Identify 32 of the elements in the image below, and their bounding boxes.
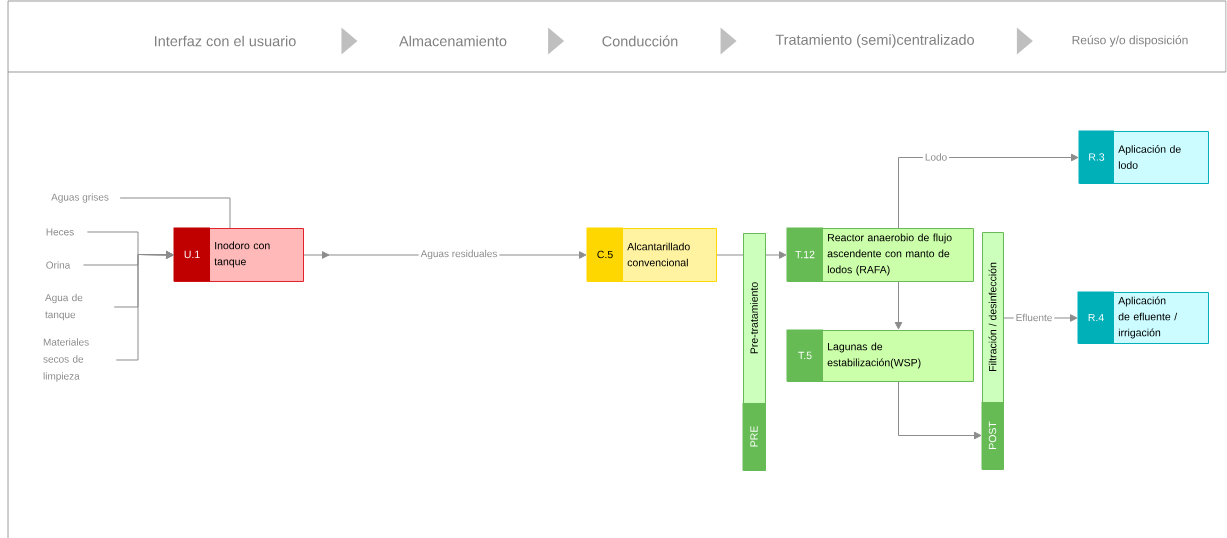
edge-label: Aguas residuales — [418, 247, 500, 262]
chevron-arrow — [341, 27, 358, 55]
stage-label: Reúso y/o disposición — [1072, 35, 1188, 47]
stage-label: Tratamiento (semi)centralizado — [775, 34, 974, 48]
arrow — [898, 153, 1079, 229]
edge-label: Efluente — [1013, 311, 1055, 324]
process-box: T.12 Reactor anaerobio de flujo ascendente con manto de lodos (RAFA) — [786, 227, 974, 282]
process-box: U.1 Inodoro con tanque — [173, 227, 304, 282]
connector-line — [119, 197, 231, 229]
arrow — [115, 251, 174, 361]
process-box: C.5 Alcantarillado convencional — [586, 227, 717, 282]
edge-label: Lodo — [922, 151, 950, 163]
stage-band: Pre-tratamiento PRE — [742, 233, 766, 471]
chevron-arrow — [720, 27, 737, 55]
stage-label: Interfaz con el usuario — [155, 35, 296, 47]
process-box: R.3 Aplicación de lodo — [1078, 130, 1209, 184]
input-label: Agua de tanque — [45, 293, 83, 321]
input-label: Aguas grises — [51, 193, 109, 203]
arrow — [765, 251, 787, 259]
process-box: R.4 Aplicación de efluente / irrigación — [1077, 291, 1209, 344]
process-box: T.5 Lagunas de estabilización(WSP) — [786, 329, 974, 382]
arrow — [898, 381, 982, 440]
connector-line — [716, 254, 744, 256]
stage-label: Conducción — [602, 35, 678, 47]
input-label: Orina — [46, 261, 71, 269]
stage-band: Filtración / desinfección POST — [981, 232, 1004, 470]
chevron-arrow — [1016, 27, 1033, 55]
input-label: Heces — [46, 228, 74, 236]
stage-label: Almacenamiento — [399, 35, 507, 47]
chevron-arrow — [548, 27, 565, 55]
input-label: Materiales secos de limpieza — [43, 338, 89, 382]
arrow — [894, 281, 903, 330]
